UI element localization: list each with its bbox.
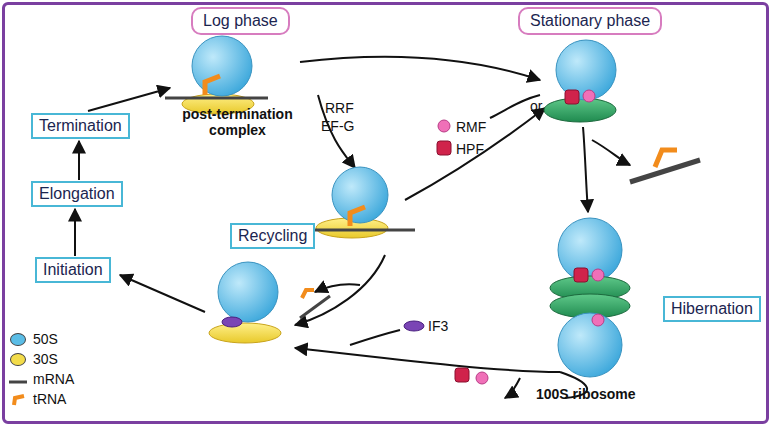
node-text: Hibernation — [671, 300, 753, 318]
annotation-label: RMF — [456, 119, 486, 135]
step-box: Initiation — [35, 257, 111, 283]
annotation-label: RRF — [325, 100, 354, 116]
legend-swatch — [10, 353, 26, 366]
flow-arrow — [78, 141, 80, 180]
annotation-label: HPF — [456, 141, 484, 157]
node-text: Recycling — [238, 227, 307, 245]
node-text: Log phase — [203, 12, 278, 30]
step-box: Recycling — [230, 223, 315, 249]
step-box: Elongation — [31, 181, 123, 207]
node-text: Elongation — [39, 185, 115, 203]
state-box: Hibernation — [663, 296, 761, 322]
flow-arrow — [74, 209, 76, 256]
annotation-label: IF3 — [428, 318, 448, 334]
legend-text: mRNA — [33, 371, 74, 387]
phase-label: Log phase — [191, 7, 290, 35]
legend-text: tRNA — [33, 391, 66, 407]
node-text: Termination — [39, 117, 122, 135]
annotation-label: 100S ribosome — [536, 386, 636, 402]
legend-text: 30S — [33, 351, 58, 367]
node-text: Initiation — [43, 261, 103, 279]
annotation-label: EF-G — [321, 118, 354, 134]
legend-swatch — [10, 333, 26, 346]
node-text: Stationary phase — [530, 12, 650, 30]
step-box: Termination — [31, 113, 130, 139]
phase-label: Stationary phase — [518, 7, 662, 35]
legend-text: 50S — [33, 331, 58, 347]
annotation-label: post-termination complex — [170, 106, 305, 138]
annotation-label: or — [530, 98, 542, 114]
